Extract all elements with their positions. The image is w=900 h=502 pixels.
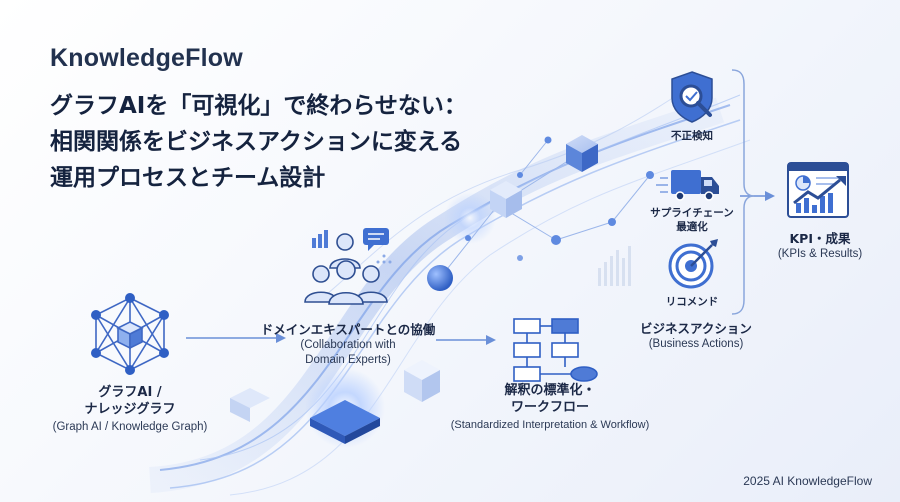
action-recommend-label: リコメンド (665, 296, 719, 308)
brand-logo: KnowledgeFlow (50, 44, 243, 72)
glowing-platform (230, 388, 380, 444)
shield-magnifier-icon (671, 71, 713, 123)
graph-ai-label: グラフAI / ナレッジグラフ (Graph AI / Knowledge Gr… (40, 384, 220, 435)
business-actions-label: ビジネスアクション (Business Actions) (612, 320, 780, 352)
actions-bracket (731, 69, 755, 315)
kpi-label-en: (KPIs & Results) (777, 248, 863, 260)
kpi-label-jp: KPI・成果 (789, 231, 851, 246)
workflow-label: 解釈の標準化・ ワークフロー (Standardized Interpretat… (430, 382, 670, 433)
arrow-graph-to-experts (186, 333, 286, 343)
workflow-label-jp-1: 解釈の標準化・ (504, 383, 596, 398)
experts-label-en-2: Domain Experts) (305, 354, 391, 366)
footer-copyright: 2025 AI KnowledgeFlow (743, 474, 872, 488)
action-supply-chain-label: サプライチェーン 最適化 (630, 206, 754, 234)
target-icon (668, 239, 718, 289)
headline-line-2: 相関関係をビジネスアクションに変える (50, 129, 463, 155)
action-supply-chain-label-2: 最適化 (676, 221, 708, 233)
headline-line-1: グラフAIを「可視化」で終わらせない： (50, 93, 467, 119)
headline: グラフAIを「可視化」で終わらせない： 相関関係をビジネスアクションに変える 運… (50, 88, 570, 196)
experts-label: ドメインエキスパートとの協働 (Collaboration with Domai… (248, 321, 448, 368)
glow-point (444, 192, 496, 244)
expert-team-icon (304, 228, 392, 305)
headline-line-3: 運用プロセスとチーム設計 (50, 165, 326, 191)
graph-ai-label-jp-1: グラフAI / (98, 385, 162, 400)
business-actions-label-jp: ビジネスアクション (640, 321, 752, 336)
graph-ai-label-en: (Graph AI / Knowledge Graph) (52, 421, 208, 433)
action-fraud-detection-label: 不正検知 (671, 130, 713, 142)
workflow-label-jp-2: ワークフロー (510, 400, 589, 415)
bar-chart-decor (598, 246, 631, 286)
graph-ai-label-jp-2: ナレッジグラフ (84, 402, 176, 417)
cube-icon (566, 135, 598, 172)
knowledge-graph-icon (91, 293, 169, 375)
action-supply-chain-label-1: サプライチェーン (650, 207, 734, 219)
cube-icon (490, 181, 522, 218)
workflow-label-en: (Standardized Interpretation & Workflow) (450, 419, 650, 431)
truck-icon (656, 170, 719, 201)
business-actions-label-en: (Business Actions) (648, 338, 744, 350)
kpi-label: KPI・成果 (KPIs & Results) (760, 230, 880, 262)
experts-label-jp: ドメインエキスパートとの協働 (260, 322, 436, 337)
cube-icon (404, 360, 440, 402)
arrow-experts-to-workflow (436, 335, 496, 345)
workflow-flowchart-icon (513, 318, 598, 382)
flow-ribbon (149, 79, 751, 496)
experts-label-en-1: (Collaboration with (300, 339, 396, 351)
kpi-dashboard-icon (787, 162, 849, 218)
